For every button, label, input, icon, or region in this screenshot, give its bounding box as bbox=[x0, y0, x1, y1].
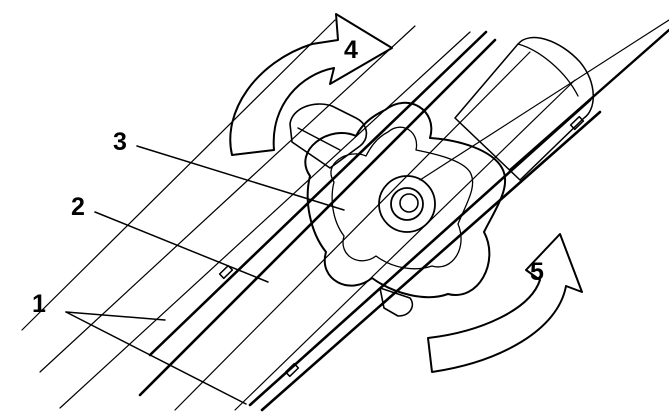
callout-label-1: 1 bbox=[32, 290, 46, 318]
star-knob bbox=[304, 101, 507, 299]
cylinder-housing bbox=[454, 36, 594, 181]
callout-label-3: 3 bbox=[113, 128, 127, 156]
leader-lines bbox=[65, 145, 345, 405]
rotation-arrow-4-icon bbox=[229, 13, 393, 156]
rotation-arrow-5-icon bbox=[427, 233, 583, 373]
callout-label-4: 4 bbox=[344, 36, 358, 64]
rail-end-caps bbox=[218, 115, 585, 378]
callout-label-5: 5 bbox=[530, 258, 544, 286]
callout-label-2: 2 bbox=[71, 193, 85, 221]
rail-lines bbox=[21, 19, 669, 412]
